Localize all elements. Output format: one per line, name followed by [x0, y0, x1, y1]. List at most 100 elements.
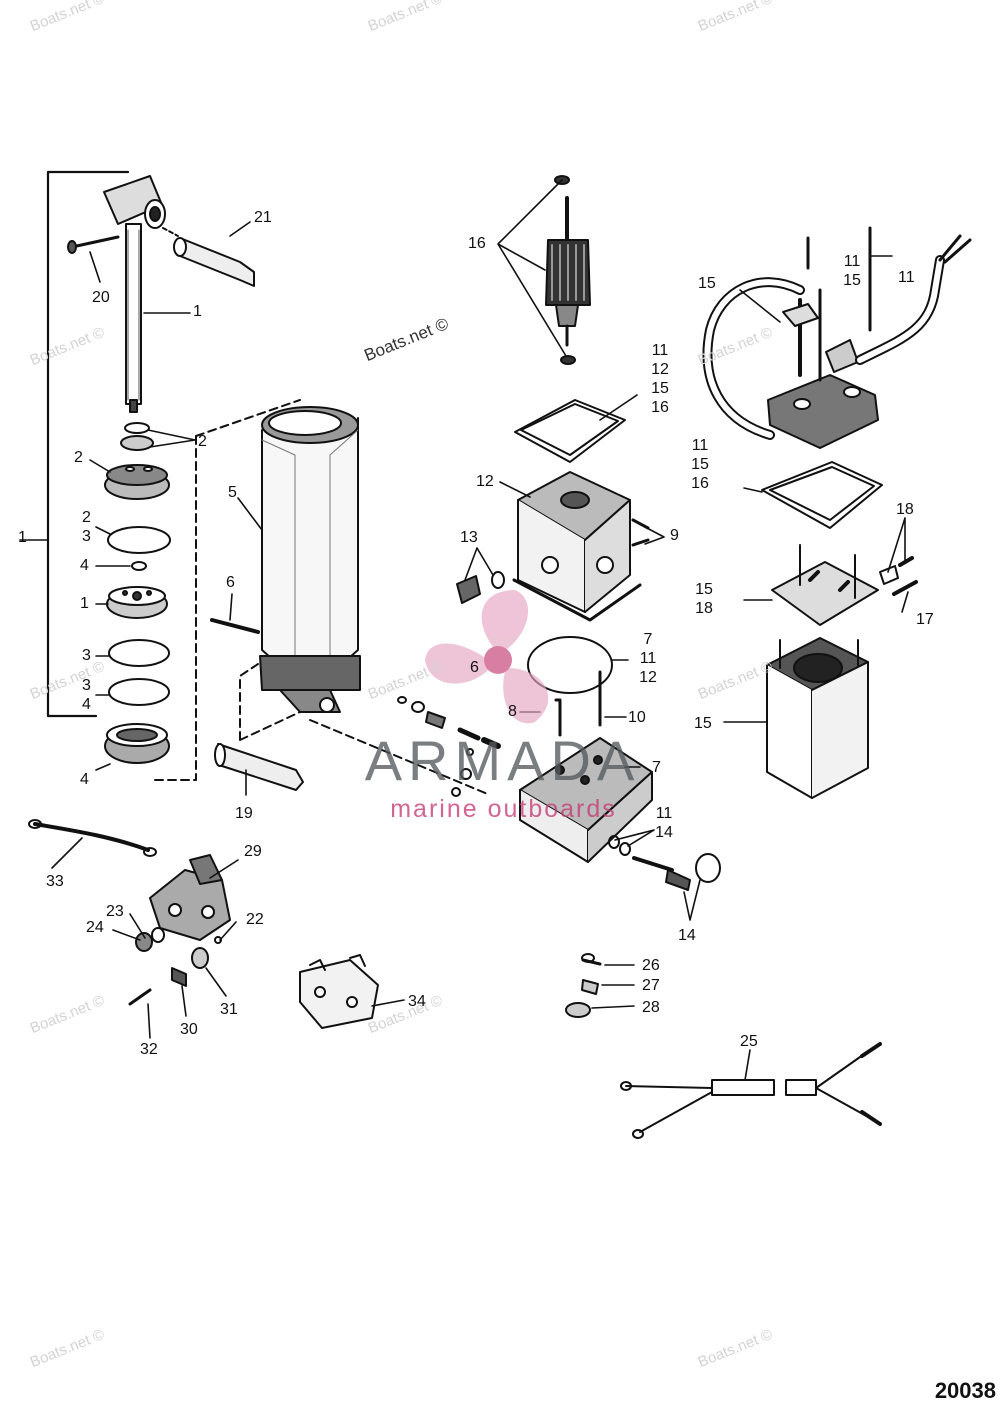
callout-16: 16 — [468, 235, 486, 252]
small-fasteners — [128, 927, 222, 1006]
dashed-frame — [239, 663, 491, 796]
callout-15: 15 — [694, 715, 712, 732]
plug-part-13 — [456, 571, 505, 604]
bracket-part-29 — [149, 854, 231, 941]
callout-4: 4 — [80, 771, 89, 788]
callout-11: 11 — [655, 805, 673, 822]
callout-7: 7 — [643, 631, 653, 648]
callout-15: 15 — [695, 581, 713, 598]
callout-9: 9 — [670, 527, 679, 544]
group-bracket-right — [149, 399, 301, 781]
callout-11: 11 — [651, 342, 669, 359]
callout-15: 15 — [651, 380, 669, 397]
callout-18: 18 — [896, 501, 914, 518]
o-ring-motor — [514, 399, 626, 463]
callout-1: 1 — [80, 595, 89, 612]
seal-ring-part-7 — [527, 636, 613, 694]
motor-frame-part-15 — [766, 637, 869, 799]
callout-21: 21 — [254, 209, 272, 226]
callout-2: 2 — [198, 433, 207, 450]
cable-part-33 — [28, 819, 157, 857]
callout-16: 16 — [651, 399, 669, 416]
callout-6: 6 — [226, 574, 235, 591]
armature-part-16 — [545, 175, 591, 365]
brand-tagline: marine outboards — [390, 795, 617, 823]
callout-stack-brush-plate: 15 18 — [688, 580, 720, 618]
callout-15: 15 — [691, 456, 709, 473]
callout-2: 2 — [82, 509, 91, 526]
callout-30: 30 — [180, 1021, 198, 1038]
callout-11: 11 — [898, 269, 915, 286]
leader-lines — [19, 179, 909, 1081]
callout-12: 12 — [476, 473, 494, 490]
callout-11: 11 — [843, 253, 861, 270]
diagram-number: 20038 — [934, 1378, 996, 1403]
callout-18: 18 — [695, 600, 713, 617]
pin-part-19 — [214, 743, 304, 791]
group-bracket-left — [46, 170, 130, 718]
callout-stack-fitting: 11 14 — [648, 804, 680, 842]
callout-12: 12 — [639, 669, 657, 686]
bracket-part-34 — [299, 954, 379, 1029]
callout-11: 11 — [691, 437, 709, 454]
callout-7: 7 — [652, 759, 661, 776]
callout-23: 23 — [106, 903, 124, 920]
screw-part-20 — [67, 235, 120, 254]
brand-name: ARMADA — [364, 729, 641, 792]
harness-part-25 — [620, 1042, 882, 1139]
fitting-part-14 — [608, 835, 721, 891]
callout-20: 20 — [92, 289, 110, 306]
callout-25: 25 — [740, 1033, 758, 1050]
callout-3: 3 — [82, 647, 91, 664]
tie-rod-part-6 — [210, 618, 260, 634]
callout-27: 27 — [642, 977, 660, 994]
propeller-logo — [425, 590, 549, 724]
callout-11: 11 — [639, 650, 657, 667]
pump-body-part-12 — [512, 471, 642, 622]
callout-stack-end-cap: 11 15 — [836, 252, 868, 290]
callout-15: 15 — [843, 272, 861, 289]
callout-stack-armature-gasket: 11 12 15 16 — [642, 341, 678, 417]
callout-32: 32 — [140, 1041, 158, 1058]
callout-3: 3 — [82, 528, 91, 545]
pivot-pin-part-21 — [162, 227, 255, 287]
callout-15: 15 — [698, 275, 716, 292]
callout-12: 12 — [651, 361, 669, 378]
motor-end-cap-part-15 — [767, 226, 879, 449]
valve-body — [519, 670, 653, 863]
wire-lead-part-15 — [702, 234, 972, 440]
callout-stack-seal: 7 11 12 — [632, 630, 664, 687]
callout-26: 26 — [642, 957, 660, 974]
callout-stack-gasket-right: 11 15 16 — [682, 436, 718, 493]
callout-14: 14 — [655, 824, 673, 841]
callout-3: 3 — [82, 677, 91, 694]
callout-10: 10 — [628, 709, 646, 726]
callout-24: 24 — [86, 919, 104, 936]
cylinder-housing-part-5 — [259, 406, 361, 713]
callout-29: 29 — [244, 843, 262, 860]
callout-2: 2 — [74, 449, 83, 466]
callout-31: 31 — [220, 1001, 238, 1018]
callout-22: 22 — [246, 911, 264, 928]
valve-parts — [397, 696, 501, 797]
callout-8: 8 — [508, 703, 517, 720]
callout-1: 1 — [193, 303, 202, 320]
callout-33: 33 — [46, 873, 64, 890]
terminal-hardware — [565, 953, 602, 1018]
callout-34: 34 — [408, 993, 426, 1010]
callout-13: 13 — [460, 529, 478, 546]
callout-19: 19 — [235, 805, 253, 822]
piston-rod-part-1 — [103, 175, 166, 413]
callout-14: 14 — [678, 927, 696, 944]
callout-28: 28 — [642, 999, 660, 1016]
seals-stack — [104, 422, 171, 764]
callout-4: 4 — [80, 557, 89, 574]
screws-part-9 — [631, 518, 650, 547]
callout-1: 1 — [18, 529, 27, 546]
callout-16: 16 — [691, 475, 709, 492]
callout-6: 6 — [470, 659, 479, 676]
brush-plate-part-18 — [771, 544, 918, 626]
gasket-right — [761, 461, 883, 529]
